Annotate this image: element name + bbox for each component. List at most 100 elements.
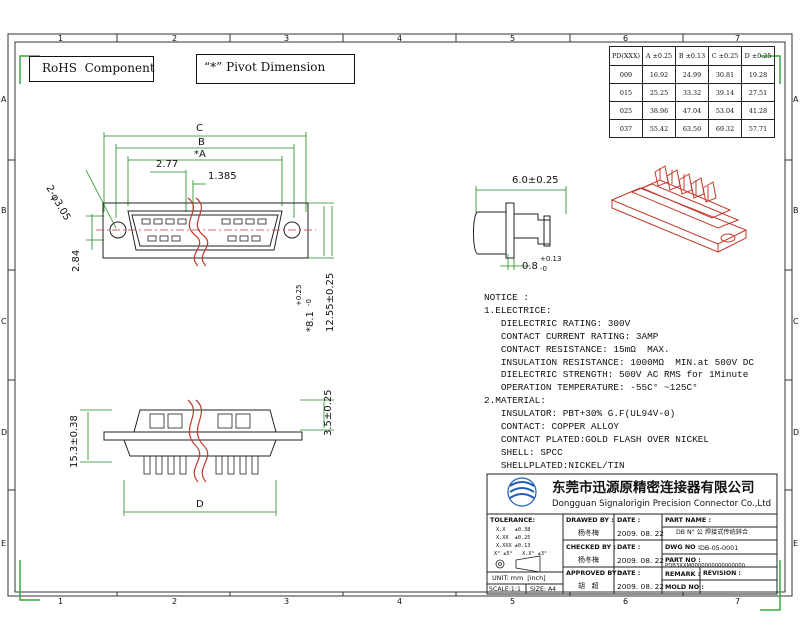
pd-cell: 41.28 <box>741 101 775 120</box>
drawed-by-value: 杨冬梅 <box>578 529 599 537</box>
pd-header-cell: A ±0.25 <box>642 46 676 66</box>
zone-row-a: A <box>1 95 7 104</box>
table-row: 037 55.42 63.50 69.32 57.71 <box>609 119 775 138</box>
zone-col-3-bottom: 3 <box>284 597 290 606</box>
pd-cell: 009 <box>609 65 643 84</box>
pd-cell: 63.50 <box>675 119 709 138</box>
pd-cell: 39.14 <box>708 83 742 102</box>
zone-row-c: C <box>1 317 7 326</box>
pd-cell: 25.25 <box>642 83 676 102</box>
title-block-grid <box>486 473 778 595</box>
zone-col-5-bottom: 5 <box>510 597 516 606</box>
pivot-label-box <box>196 54 355 84</box>
rohs-label: RoHS Component <box>42 61 155 75</box>
note-line: SHELL: SPCC <box>484 446 563 458</box>
pivot-label: “*” Pivot Dimension <box>204 60 326 74</box>
date-label-2: DATE : <box>617 543 641 551</box>
dim-flange: 15.3±0.38 <box>69 415 80 468</box>
company-name-en: Dongguan Signalorigin Precision Connecto… <box>552 499 772 509</box>
pd-dimension-table: PD(XXX) A ±0.25 B ±0.13 C ±0.25 D ±0.25 … <box>609 46 775 138</box>
note-line: INSULATION RESISTANCE: 1000MΩ MIN.at 500… <box>484 356 755 368</box>
zone-col-6: 6 <box>623 34 629 43</box>
note-line: CONTACT PLATED:GOLD FLASH OVER NICKEL <box>484 433 710 445</box>
part-no-label: PART NO : <box>665 556 701 564</box>
zone-col-6-bottom: 6 <box>623 597 629 606</box>
zone-row-a-right: A <box>793 95 799 104</box>
remark-label: REMARK : <box>665 570 701 578</box>
pd-cell: 53.04 <box>708 101 742 120</box>
table-row: 015 25.25 33.32 39.14 27.51 <box>609 83 775 102</box>
zone-row-d-right: D <box>793 428 800 437</box>
date-value-1: 2009. 08. 22 <box>617 529 665 538</box>
pd-cell: 38.96 <box>642 101 676 120</box>
zone-row-e-right: E <box>793 539 799 548</box>
dim-side-thickness-tol-top: +0.13 <box>540 255 562 263</box>
note-line: 1.ELECTRICE: <box>484 304 552 316</box>
rohs-label-box <box>29 56 154 82</box>
note-line: OPERATION TEMPERATURE: -55C° ~125C° <box>484 382 698 394</box>
company-name-cn: 东莞市迅源原精密连接器有限公司 <box>552 480 755 496</box>
mold-no-label: MOLD NO : <box>665 583 704 591</box>
checked-by-label: CHECKED BY : <box>566 543 616 551</box>
note-line: 2.MATERIAL: <box>484 395 546 407</box>
tolerance-xxx: X.XXX ±0.13 <box>496 543 531 549</box>
pd-cell: 19.28 <box>741 65 775 84</box>
outer-frame <box>7 33 793 597</box>
tolerance-x: X.X ±0.38 <box>496 527 531 533</box>
corner-marks <box>19 55 781 611</box>
pd-cell: 33.32 <box>675 83 709 102</box>
pd-cell: 025 <box>609 101 643 120</box>
zone-col-4: 4 <box>397 34 403 43</box>
zone-col-1-bottom: 1 <box>58 597 64 606</box>
note-line: INSULATOR: PBT+30% G.F(UL94V-0) <box>484 408 676 420</box>
table-row: 025 38.96 47.04 53.04 41.28 <box>609 101 775 120</box>
pd-cell: 24.99 <box>675 65 709 84</box>
part-name-value: DB N° 公 焊接式传统鋅合 <box>676 529 749 536</box>
dim-height-inner-tol-bot: -0 <box>305 299 313 306</box>
dim-row-offset: 2.84 <box>71 249 82 272</box>
part-name-label: PART NAME : <box>665 516 712 524</box>
company-logo <box>507 477 537 507</box>
note-line: DIELECTRIC RATING: 300V <box>484 317 631 329</box>
notes-block: NOTICE : 1.ELECTRICE: DIELECTRIC RATING:… <box>484 292 754 473</box>
tolerance-label: TOLERANCE: <box>490 516 536 524</box>
dwg-no-label: DWG NO : <box>665 543 701 551</box>
zone-ticks <box>8 34 792 596</box>
zone-col-3: 3 <box>284 34 290 43</box>
note-line: DIELECTRIC STRENGTH: 500V AC RMS for 1Mi… <box>484 369 749 381</box>
front-view <box>85 132 334 267</box>
checked-by-value: 杨冬梅 <box>578 556 599 564</box>
zone-row-b-right: B <box>793 206 799 215</box>
projection-symbol <box>495 555 541 573</box>
pd-cell: 47.04 <box>675 101 709 120</box>
pd-cell: 55.42 <box>642 119 676 138</box>
pd-cell: 16.92 <box>642 65 676 84</box>
zone-row-c-right: C <box>793 317 799 326</box>
zone-row-e: E <box>1 539 7 548</box>
bottom-view <box>80 399 334 516</box>
date-value-2: 2009. 08. 22 <box>617 556 665 565</box>
date-value-3: 2009. 08. 22 <box>617 582 665 591</box>
zone-col-5: 5 <box>510 34 516 43</box>
note-line: CONTACT RESISTANCE: 15mΩ MAX. <box>484 343 670 355</box>
part-no-value: PDB3XXM0000000000000000 <box>665 563 746 569</box>
approved-by-value: 胡 超 <box>578 582 599 590</box>
drawed-by-label: DRAWED BY : <box>566 516 614 524</box>
dim-pitch-x: 2.77 <box>156 159 179 170</box>
zone-col-2-bottom: 2 <box>172 597 178 606</box>
dim-height-outer: 12.55±0.25 <box>325 272 336 332</box>
note-line: CONTACT CURRENT RATING: 3AMP <box>484 330 659 342</box>
pd-header-cell: C ±0.25 <box>708 46 742 66</box>
dim-pitch-half: 1.385 <box>208 171 237 182</box>
dim-a: *A <box>194 149 206 160</box>
pd-cell: 037 <box>609 119 643 138</box>
pd-cell: 57.71 <box>741 119 775 138</box>
pd-cell: 69.32 <box>708 119 742 138</box>
table-row: 009 16.92 24.99 30.81 19.28 <box>609 65 775 84</box>
unit-label: UNIT: mm [inch] <box>492 574 546 582</box>
zone-col-1: 1 <box>58 34 64 43</box>
zone-col-2: 2 <box>172 34 178 43</box>
pd-cell: 27.51 <box>741 83 775 102</box>
dim-d: D <box>196 499 204 510</box>
